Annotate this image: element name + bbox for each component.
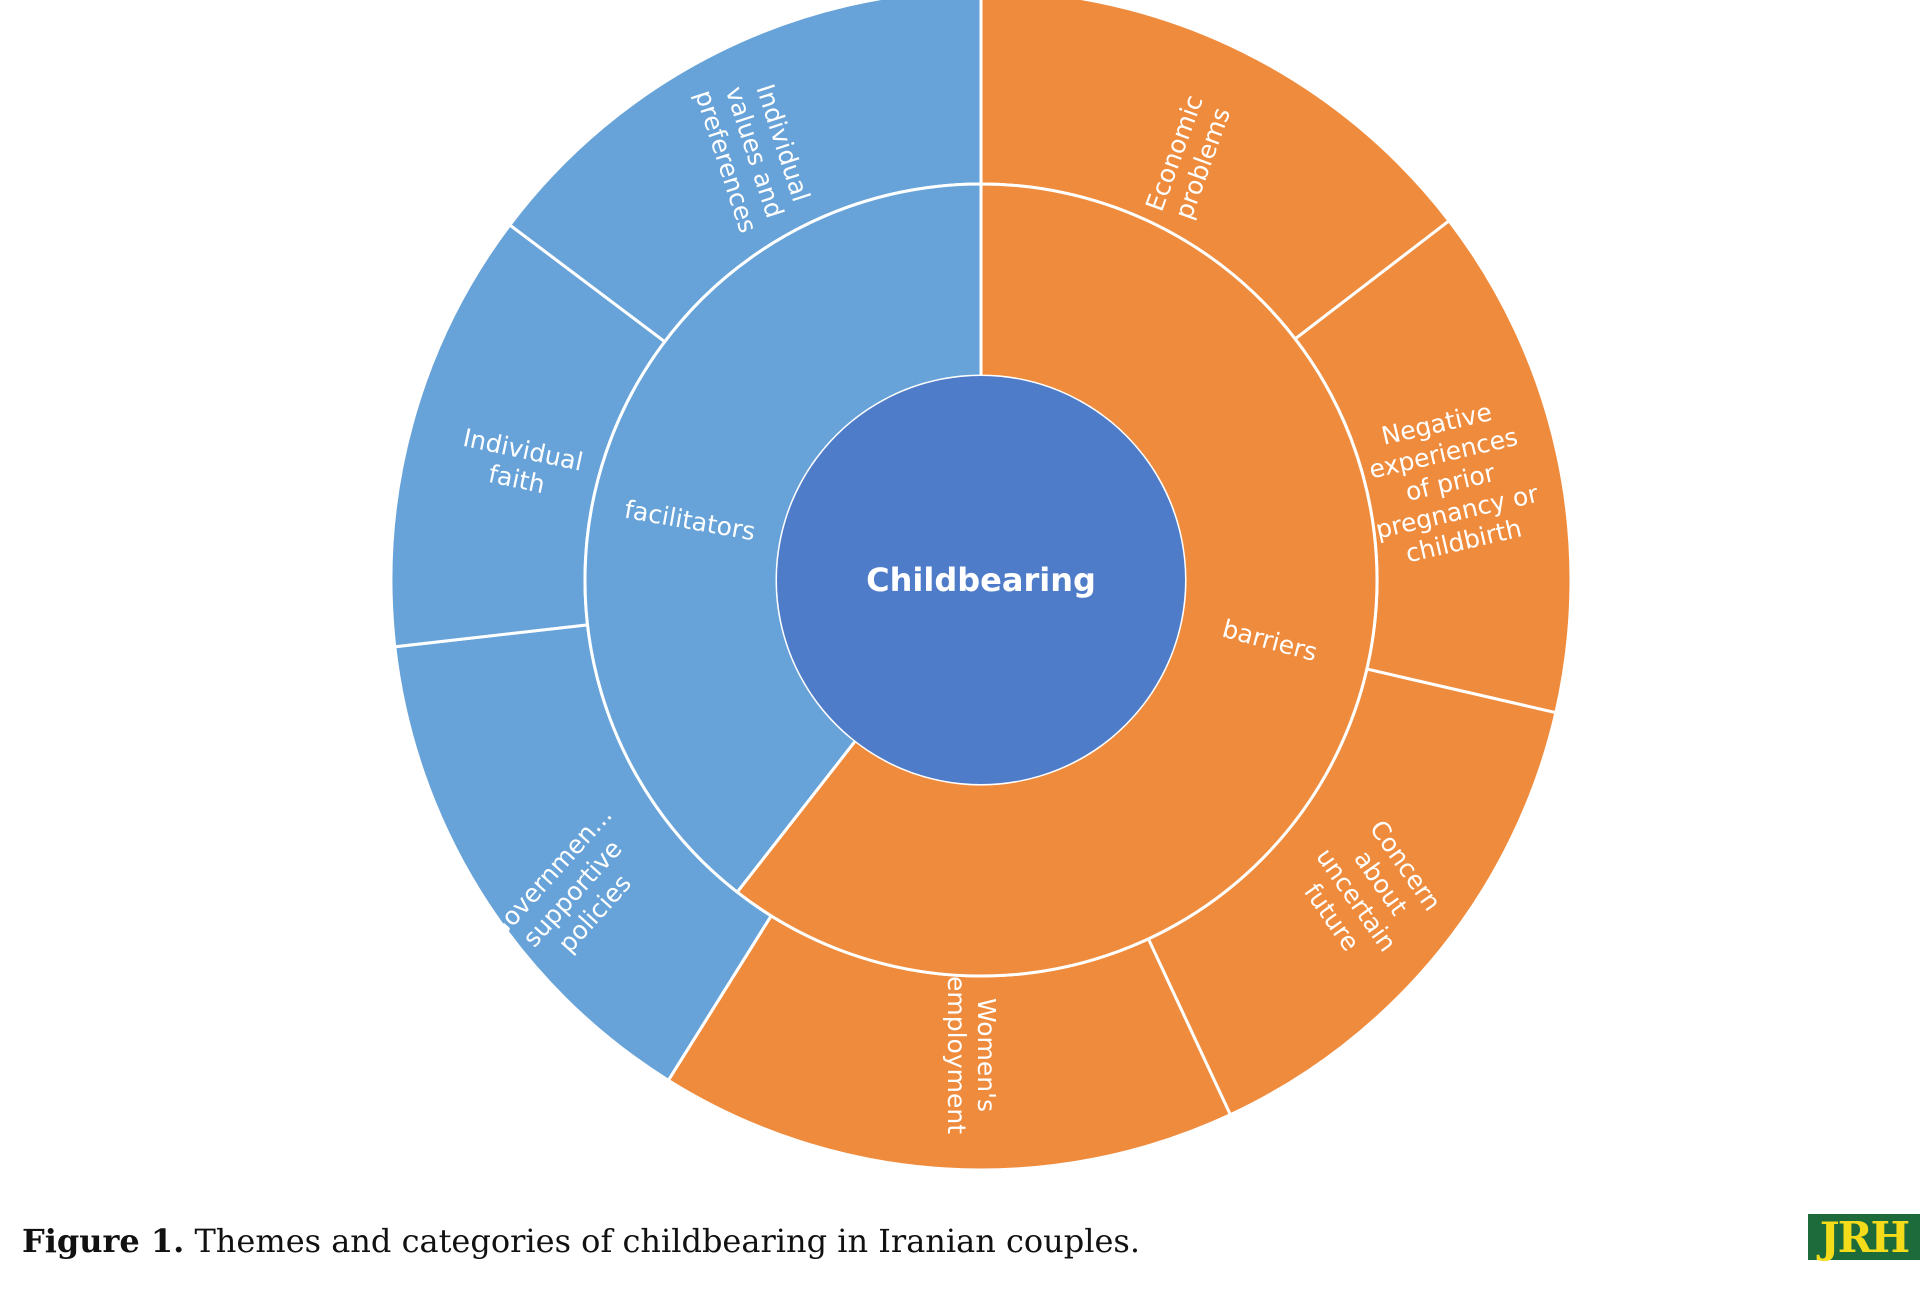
figure-caption: Figure 1. Themes and categories of child… [22, 1222, 1140, 1260]
center-label: Childbearing [866, 561, 1096, 599]
journal-logo: JRH [1808, 1213, 1920, 1262]
category-ring [389, 0, 1573, 1172]
category-label-employment: Women'semployment [942, 976, 1001, 1134]
category-label-negative: Negativeexperiencesof priorpregnancy orc… [1353, 391, 1549, 574]
figure-number: Figure 1. [22, 1222, 185, 1260]
figure-caption-text: Themes and categories of childbearing in… [184, 1222, 1141, 1260]
theme-ring [583, 182, 1379, 978]
category-label-concern: Concernaboutuncertainfuture [1286, 808, 1452, 974]
center-circle [777, 376, 1185, 784]
